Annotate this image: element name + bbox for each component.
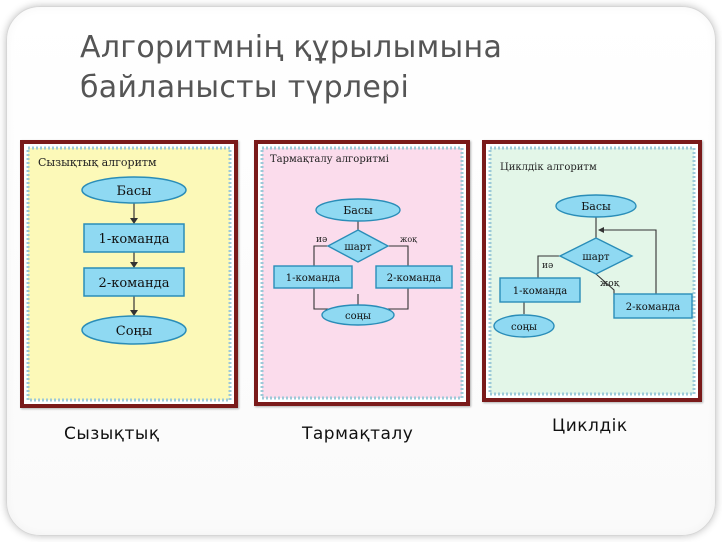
slide-title: Алгоритмнің құрылымына байланысты түрлер… <box>80 28 680 108</box>
linear-cmd1-shape <box>83 223 185 253</box>
branching-flowchart: Тармақталу алгоритмі Басы шарт иә жоқ 1-… <box>260 146 464 400</box>
loop-back-line <box>600 229 657 294</box>
loop-cmd1-shape <box>499 277 581 303</box>
branching-no-label: жоқ <box>400 235 417 244</box>
loop-heading: Циклдік алгоритм <box>500 162 597 173</box>
linear-heading: Сызықтық алгоритм <box>38 156 157 169</box>
branching-caption: Тармақталу <box>302 424 414 444</box>
branching-heading: Тармақталу алгоритмі <box>270 154 389 165</box>
branching-yes-line <box>313 245 328 266</box>
slide-title-line-2: байланысты түрлері <box>80 70 410 105</box>
branching-cmd2-label: 2-команда <box>387 273 442 284</box>
linear-cmd2-shape <box>83 267 185 297</box>
loop-algorithm-panel: Циклдік алгоритм Басы шарт иә жоқ 1-кома… <box>482 140 702 402</box>
branching-end-shape <box>321 304 395 326</box>
branching-algorithm-panel: Тармақталу алгоритмі Басы шарт иә жоқ 1-… <box>254 140 470 406</box>
linear-cmd2-label: 2-команда <box>99 276 170 291</box>
loop-no-label: жоқ <box>600 279 620 289</box>
loop-yes-label: иә <box>542 261 553 271</box>
branching-end-label: соңы <box>345 311 371 322</box>
linear-end-shape <box>81 315 187 345</box>
loop-cmd2-shape <box>613 293 693 319</box>
linear-cmd1-label: 1-команда <box>99 232 170 247</box>
loop-end-shape <box>493 314 555 338</box>
branching-no-line <box>388 245 409 266</box>
linear-end-label: Соңы <box>116 324 152 339</box>
branching-start-shape <box>315 198 401 222</box>
loop-caption: Циклдік <box>552 416 628 436</box>
branching-cmd2-shape <box>375 265 453 289</box>
slide-title-line-1: Алгоритмнің құрылымына <box>80 30 503 65</box>
loop-cmd1-label: 1-команда <box>513 286 568 297</box>
branching-condition-label: шарт <box>344 242 372 253</box>
loop-condition-label: шарт <box>582 252 610 263</box>
branching-start-label: Басы <box>343 204 373 217</box>
branching-cmd1-shape <box>273 265 353 289</box>
linear-caption: Сызықтық <box>64 424 160 444</box>
loop-yes-line <box>537 255 564 278</box>
linear-algorithm-panel: Сызықтық алгоритм Басы 1-команда 2-коман… <box>20 140 238 408</box>
loop-end-label: соңы <box>511 322 537 333</box>
branching-condition-shape <box>326 229 390 263</box>
branching-yes-label: иә <box>316 235 327 245</box>
linear-start-label: Басы <box>117 184 152 199</box>
linear-flowchart: Сызықтық алгоритм Басы 1-команда 2-коман… <box>26 146 232 402</box>
loop-flowchart: Циклдік алгоритм Басы шарт иә жоқ 1-кома… <box>488 146 696 396</box>
loop-condition-shape <box>558 237 634 275</box>
linear-start-shape <box>81 176 187 204</box>
loop-start-shape <box>555 194 637 218</box>
loop-cmd2-label: 2-команда <box>626 302 681 313</box>
loop-start-label: Басы <box>581 200 611 213</box>
branching-cmd1-label: 1-команда <box>286 273 341 284</box>
